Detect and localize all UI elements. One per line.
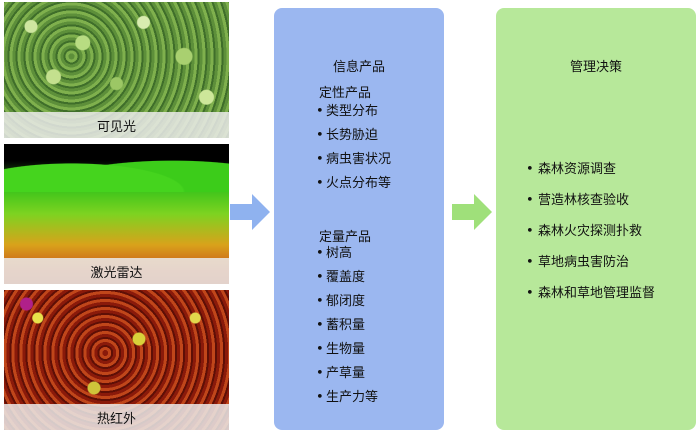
list-item: •森林火灾探测扑救 [526,224,643,239]
lidar-image: 激光雷达 [4,144,229,284]
thermal-infrared-label: 热红外 [4,404,229,430]
management-decision-box: 管理决策 •森林资源调查 •营造林核查验收 •森林火灾探测扑救 •草地病虫害防治… [496,8,696,430]
list-item: •类型分布 [316,104,379,119]
list-item: •营造林核查验收 [526,193,630,208]
list-item: •郁闭度 [316,294,366,309]
quantitative-products-heading: 定量产品 [319,230,372,245]
qualitative-products-heading: 定性产品 [319,86,372,101]
qualitative-products-list: •类型分布 •长势胁迫 •病虫害状况 •火点分布等 [316,100,391,196]
list-item: •产草量 [316,366,366,381]
list-item: •树高 [316,246,353,261]
lidar-label: 激光雷达 [4,258,229,284]
visible-light-image: 可见光 [4,2,229,138]
info-products-box: 信息产品 定性产品 •类型分布 •长势胁迫 •病虫害状况 •火点分布等 定量产品… [274,8,444,430]
list-item: •蓄积量 [316,318,366,333]
list-item: •森林和草地管理监督 [526,286,656,301]
management-decision-list: •森林资源调查 •营造林核查验收 •森林火灾探测扑救 •草地病虫害防治 •森林和… [526,154,655,309]
info-products-title: 信息产品 [332,60,385,75]
list-item: •病虫害状况 [316,152,392,167]
list-item: •生物量 [316,342,366,357]
list-item: •长势胁迫 [316,128,379,143]
list-item: •草地病虫害防治 [526,255,630,270]
thermal-infrared-image: 热红外 [4,290,229,430]
list-item: •森林资源调查 [526,162,617,177]
arrow-right-icon [230,194,270,230]
list-item: •生产力等 [316,390,379,405]
list-item: •火点分布等 [316,176,392,191]
management-decision-title: 管理决策 [569,60,622,75]
quantitative-products-list: •树高 •覆盖度 •郁闭度 •蓄积量 •生物量 •产草量 •生产力等 [316,242,378,410]
arrow-right-icon [452,194,492,230]
visible-light-label: 可见光 [4,112,229,138]
list-item: •覆盖度 [316,270,366,285]
